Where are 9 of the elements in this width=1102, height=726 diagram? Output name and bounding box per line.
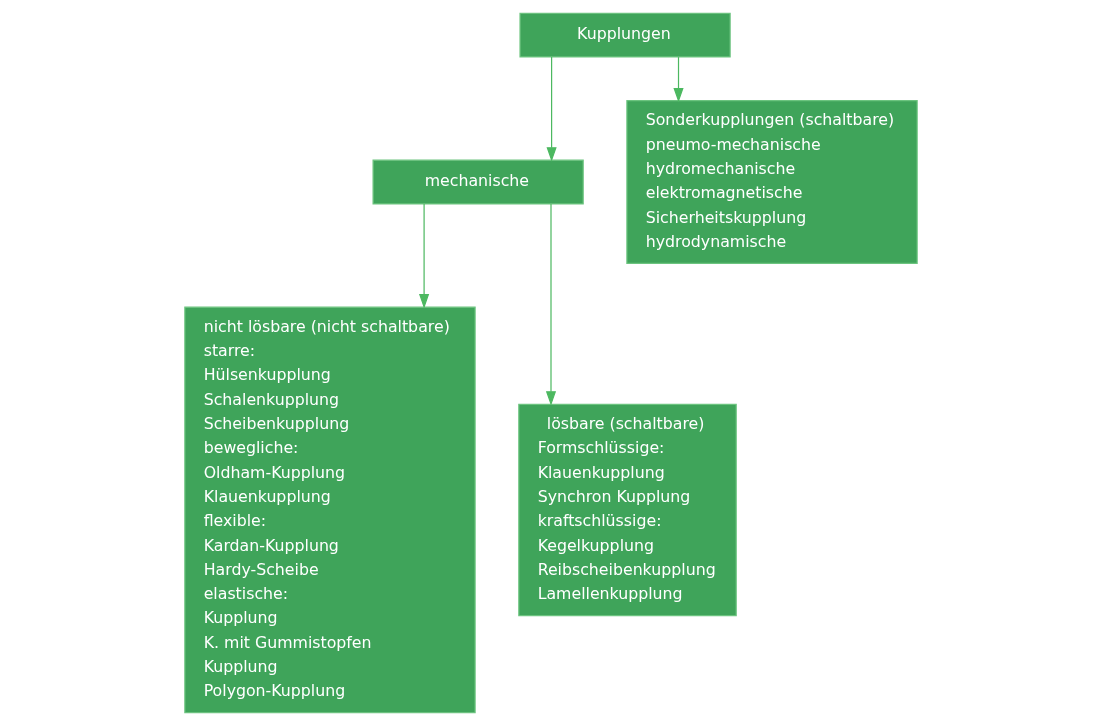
arrow [673, 56, 684, 103]
node-box: nicht lösbare (nicht schaltbare) starre: Hülsenkupplung Schalenkupplung Scheibenkupplung bewegliche: Oldham-Kupplung Klauenkupplung flexible: Kardan-Kupplung Hardy-Scheibe elastische: Kupplung K. mit Gummistopfen Kupplung Polygon-Kupplung [184, 306, 476, 714]
node-box: Sonderkupplungen (schaltbare) pneumo-mechanische hydromechanische elektromagnetische Sicherheitskupplung hydrodynamische [626, 100, 918, 265]
arrow [545, 203, 557, 406]
node-box: lösbare (schaltbare) Formschlüssige: Klauenkupplung Synchron Kupplung kraftschlüssige: Kegelkupplung Reibscheibenkupplung Lamellenkupplung [518, 403, 737, 617]
arrow [419, 203, 430, 309]
node-box: Kupplungen [519, 12, 731, 58]
node-box: mechanische [372, 159, 584, 205]
arrow [546, 56, 557, 162]
